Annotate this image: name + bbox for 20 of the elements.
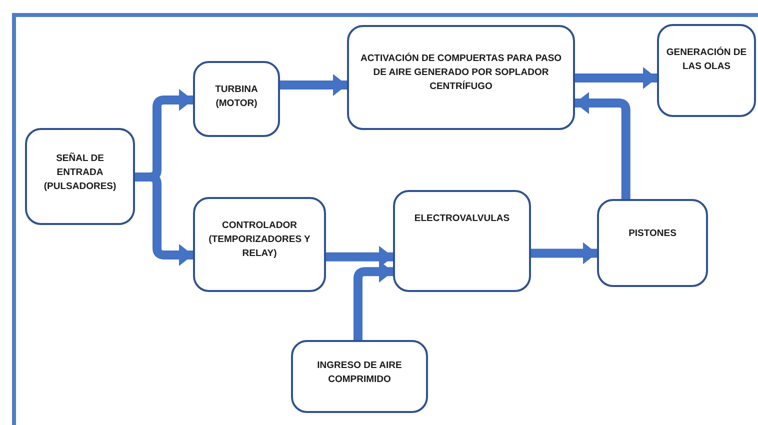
process-box: [657, 24, 756, 117]
process-box: [291, 340, 428, 413]
box-label: ELECTROVALVULAS: [414, 212, 510, 226]
box-label: SEÑAL DE ENTRADA (PULSADORES): [42, 152, 118, 194]
arrow: [531, 242, 597, 264]
arrow: [575, 92, 630, 199]
process-box: [347, 25, 575, 130]
box-label: CONTROLADOR (TEMPORIZADORES Y RELAY): [208, 219, 312, 261]
process-box: [393, 190, 531, 292]
process-box: [193, 61, 280, 137]
box-label: PISTONES: [628, 227, 676, 241]
box-label: TURBINA (MOTOR): [214, 83, 259, 111]
process-box: [25, 128, 135, 225]
arrow: [575, 67, 657, 90]
process-box: [193, 197, 326, 292]
arrow: [280, 74, 347, 96]
box-label: GENERACIÓN DE LAS OLAS: [665, 46, 748, 74]
process-box: [597, 199, 708, 287]
box-label: INGRESO DE AIRE COMPRIMIDO: [316, 359, 403, 387]
box-label: ACTIVACIÓN DE COMPUERTAS PARA PASO DE AIRE GENERADO POR SOPLADOR CENTRÍFUGO: [359, 52, 563, 94]
